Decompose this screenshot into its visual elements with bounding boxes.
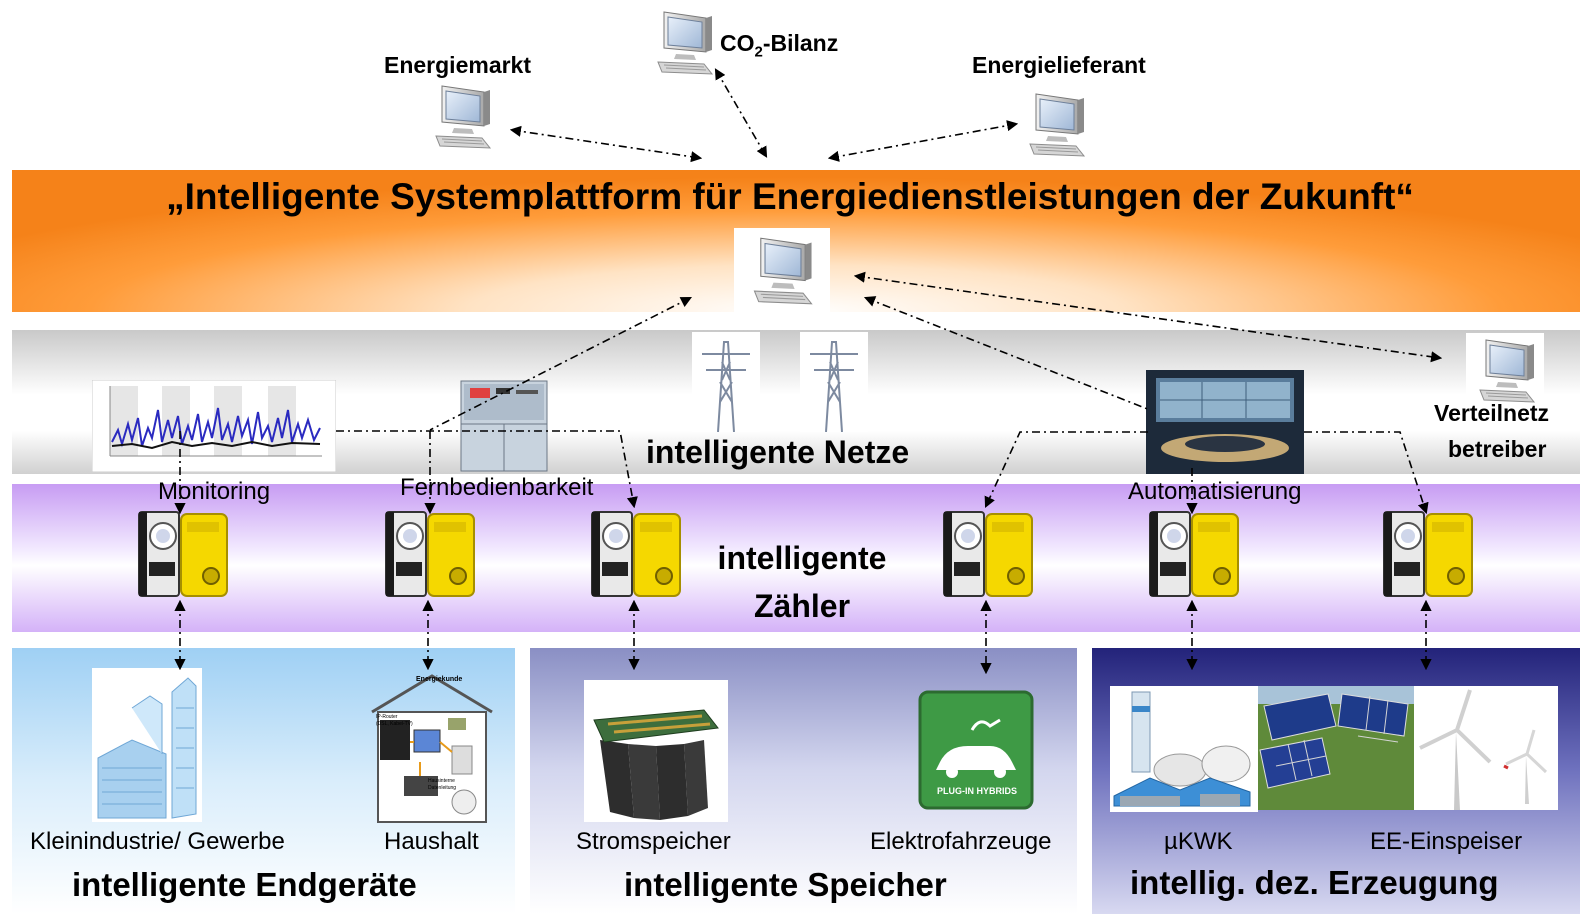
co2-subscript: 2 (754, 43, 763, 61)
energiemarkt-label: Energiemarkt (384, 52, 532, 78)
solar-roof-image (1258, 686, 1414, 810)
monitoring-chart-image (92, 380, 336, 472)
household-energiekunde-label: Energiekunde (416, 676, 463, 683)
chp-plant-image (1110, 686, 1258, 812)
zaehler-band (12, 484, 1580, 632)
zaehler-title-line1: intelligente (717, 540, 887, 576)
haushalt-label: Haushalt (384, 828, 479, 855)
household-router-label-2: (DSL, Kabel-TV) (376, 721, 413, 727)
industry-building-image (92, 668, 202, 822)
stromspeicher-label: Stromspeicher (576, 828, 731, 855)
fernbedienbarkeit-label: Fernbedienbarkeit (400, 474, 594, 501)
co2-prefix: CO (720, 30, 755, 56)
ee-einspeiser-label: EE-Einspeiser (1370, 828, 1523, 855)
plugin-hybrids-label: PLUG-IN HYBRIDS (936, 786, 1017, 796)
kleinindustrie-label: Kleinindustrie/ Gewerbe (30, 828, 285, 855)
household-diagram-image (371, 674, 493, 823)
automatisierung-label: Automatisierung (1128, 478, 1302, 505)
household-datenleitung-label: Hausinterne (428, 778, 455, 784)
co2-suffix: -Bilanz (762, 30, 839, 56)
netze-title: intelligente Netze (646, 434, 910, 470)
kwk-label: µKWK (1164, 828, 1233, 855)
plugin-hybrid-sign-image (918, 690, 1034, 810)
erzeugung-title: intellig. dez. Erzeugung (1130, 864, 1499, 901)
verteilnetz-label-line1: Verteilnetz (1434, 400, 1550, 426)
household-datenleitung-label-2: Datenleitung (428, 785, 457, 791)
verteilnetz-label-line2: betreiber (1448, 436, 1547, 462)
speicher-title: intelligente Speicher (624, 866, 947, 903)
zaehler-title-line2: Zähler (753, 588, 851, 624)
co2-bilanz-label: CO2-Bilanz (720, 30, 838, 61)
platform-title: „Intelligente Systemplattform für Energi… (166, 176, 1414, 217)
elektrofahrzeuge-label: Elektrofahrzeuge (870, 828, 1052, 855)
power-pylon-icon (692, 332, 760, 432)
monitoring-label: Monitoring (158, 478, 271, 505)
wind-turbine-image (1414, 686, 1558, 810)
switchgear-cabinet-image (460, 380, 548, 472)
energielieferant-label: Energielieferant (972, 52, 1146, 78)
endgeraete-title: intelligente Endgeräte (72, 866, 417, 903)
household-router-label: IP-Router (376, 714, 398, 720)
battery-storage-image (584, 680, 728, 822)
control-room-image (1146, 370, 1304, 474)
